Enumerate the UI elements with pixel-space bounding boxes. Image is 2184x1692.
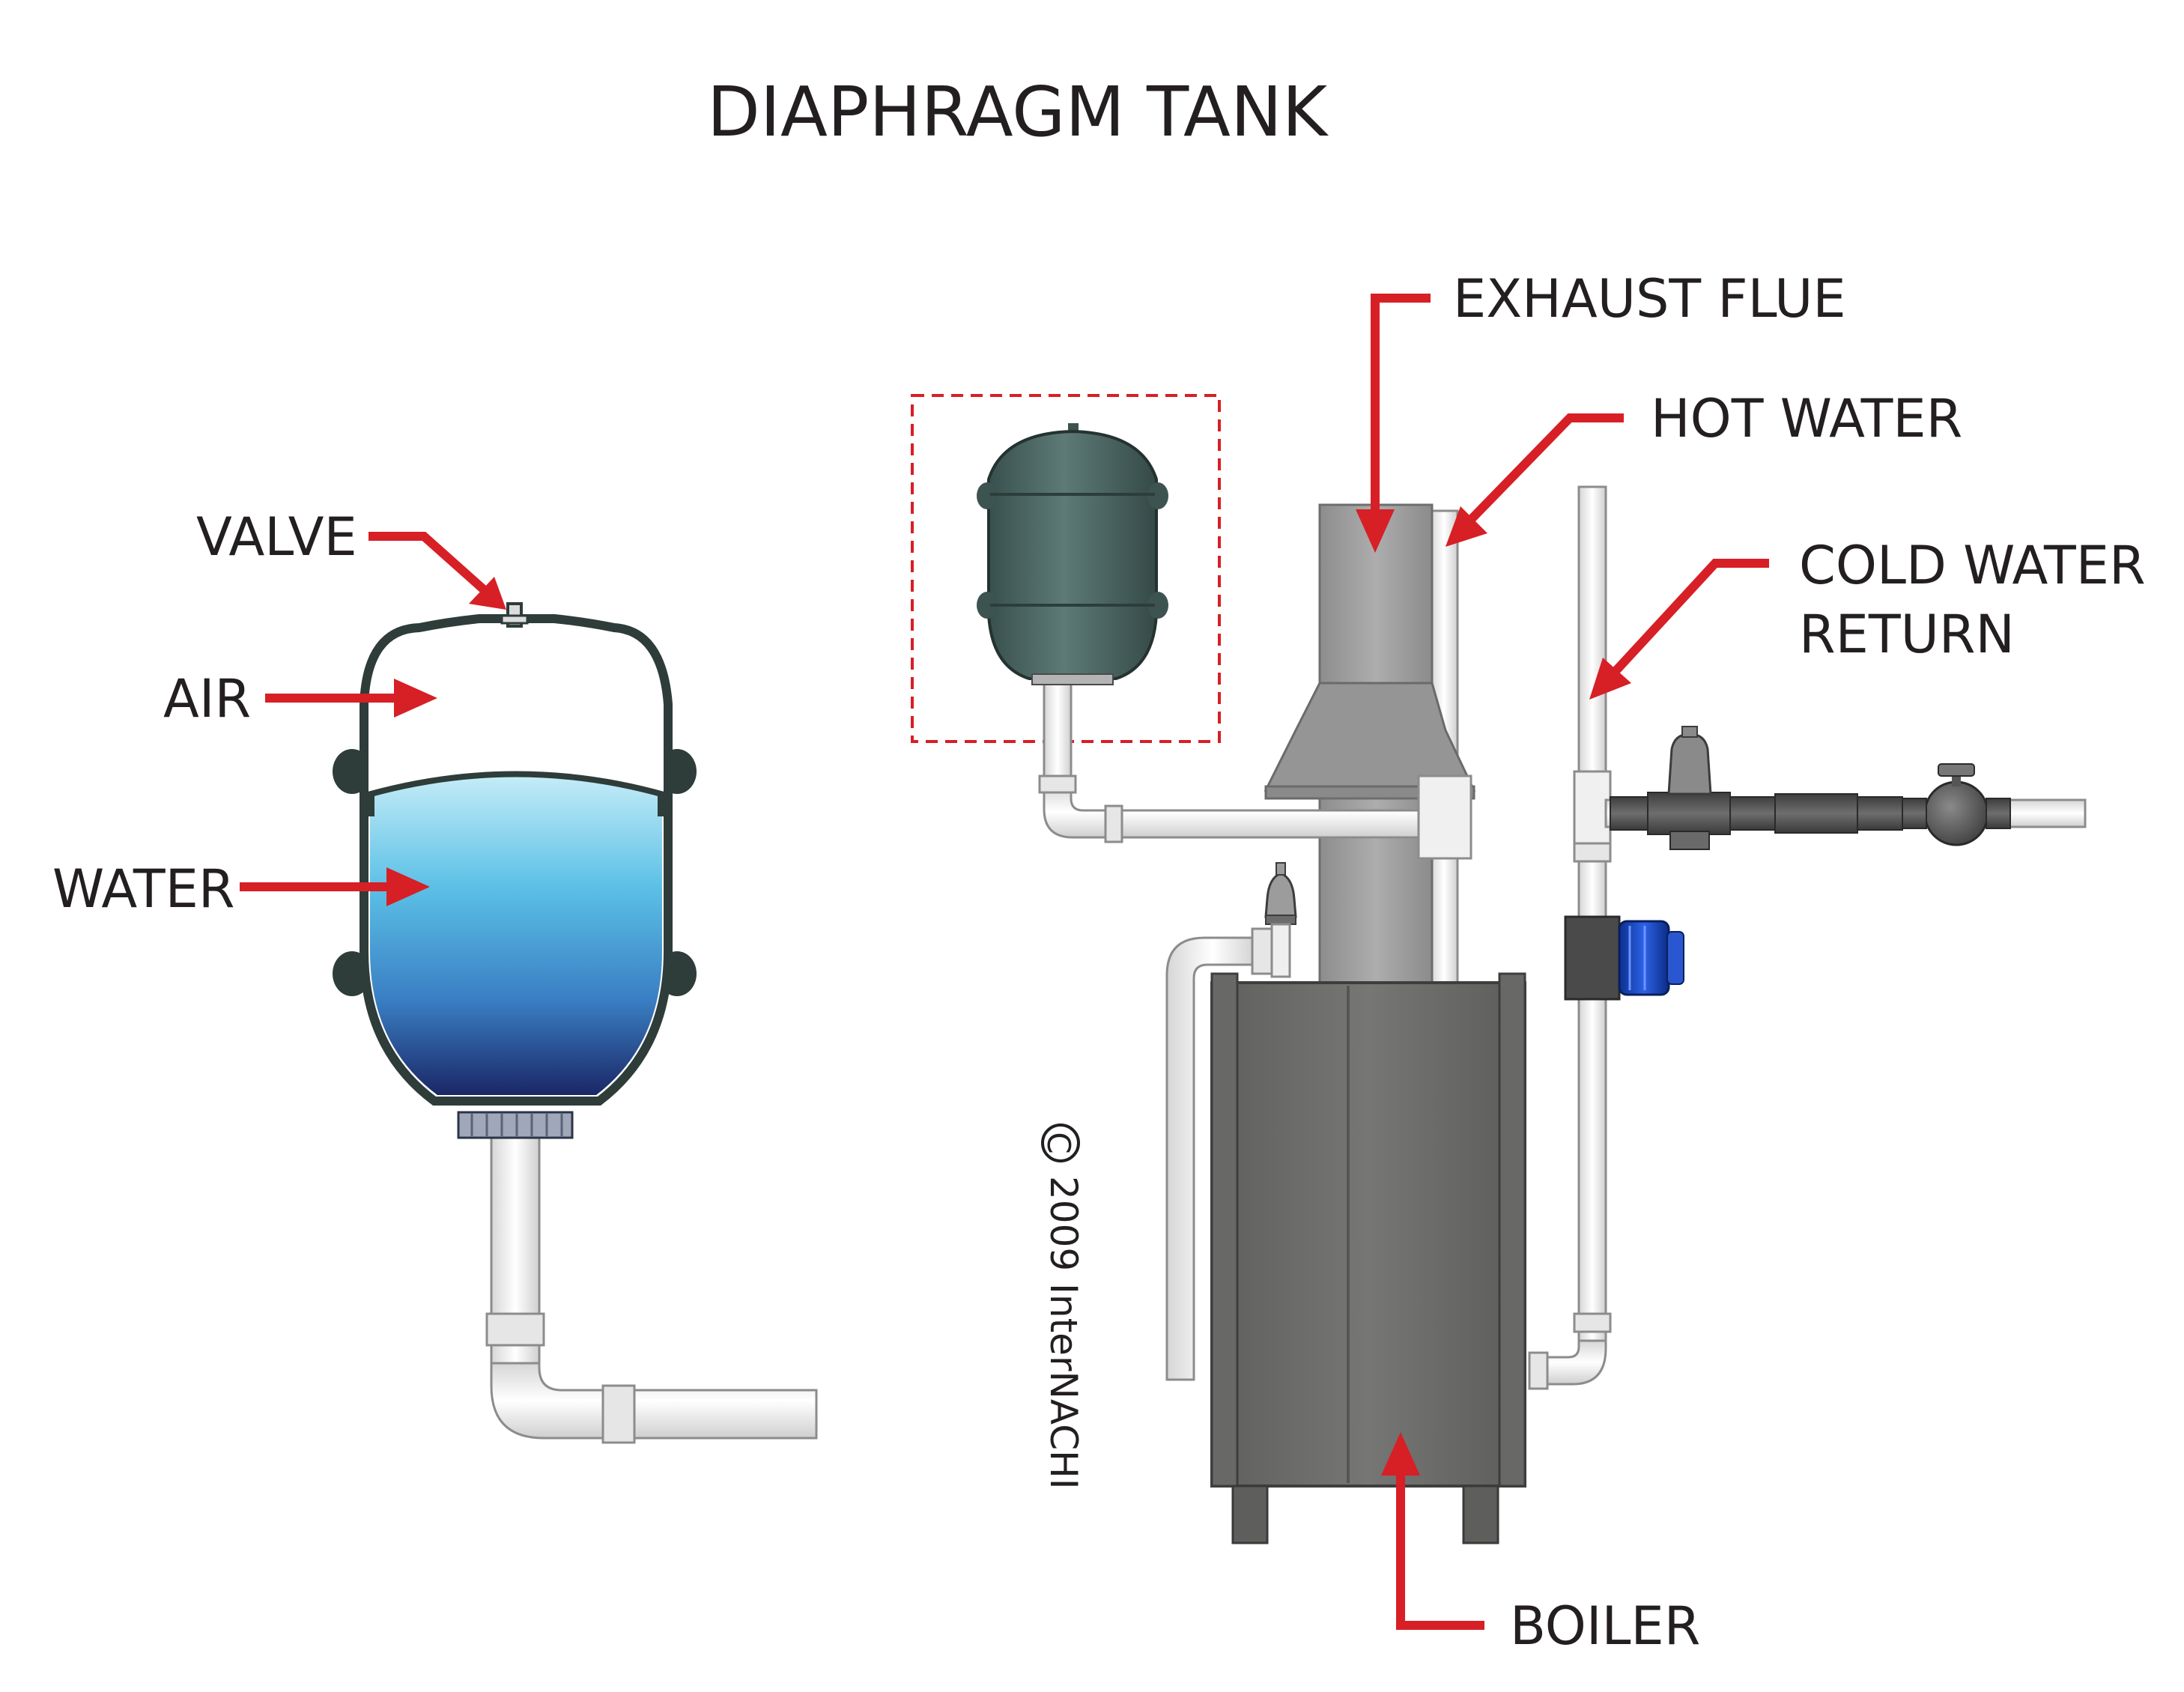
valve-arrow xyxy=(368,532,496,601)
label-exhaust-flue: EXHAUST FLUE xyxy=(1453,268,1846,330)
tank-outlet-fitting xyxy=(457,1111,574,1139)
expansion-tank xyxy=(977,423,1168,685)
boiler-arrow xyxy=(1396,1459,1484,1630)
label-valve: VALVE xyxy=(196,506,357,568)
label-cold-water-return-line1: COLD WATER xyxy=(1799,535,2146,596)
water-volume xyxy=(370,776,662,1095)
relief-discharge-pipe xyxy=(1165,862,1297,1381)
boiler xyxy=(1210,972,1526,1544)
ball-valve-icon xyxy=(1902,763,2011,846)
cold-water-return-pipe xyxy=(1528,485,1612,1390)
exhaust-flue-arrow xyxy=(1371,294,1431,529)
diaphragm xyxy=(364,771,668,798)
pressure-relief-valve-icon xyxy=(1667,726,1712,850)
copyright-notice: C 2009 InterNACHI xyxy=(1041,1124,1085,1490)
cutaway-tank xyxy=(333,602,818,1444)
label-cold-water-return-line2: RETURN xyxy=(1799,604,2015,665)
valve-icon xyxy=(500,602,529,628)
exhaust-flue xyxy=(1264,503,1476,987)
arrow-heads xyxy=(386,506,1631,1476)
makeup-water-line xyxy=(1604,726,2087,850)
tank-supply-pipe xyxy=(485,1133,818,1444)
label-water: WATER xyxy=(52,858,235,920)
label-air: AIR xyxy=(163,668,252,730)
expansion-tank-pipe xyxy=(1038,676,1472,860)
circulator-pump-icon xyxy=(1564,915,1684,1001)
cold-water-return-arrow xyxy=(1604,559,1769,684)
callout-arrows xyxy=(240,294,1769,1630)
label-hot-water: HOT WATER xyxy=(1651,388,1963,449)
copyright-text: 2009 InterNACHI xyxy=(1042,1176,1085,1490)
copyright-symbol: C xyxy=(1041,1124,1081,1162)
hot-water-arrow xyxy=(1458,413,1624,533)
page-title: DIAPHRAGM TANK xyxy=(707,72,1328,152)
label-boiler: BOILER xyxy=(1510,1595,1701,1657)
